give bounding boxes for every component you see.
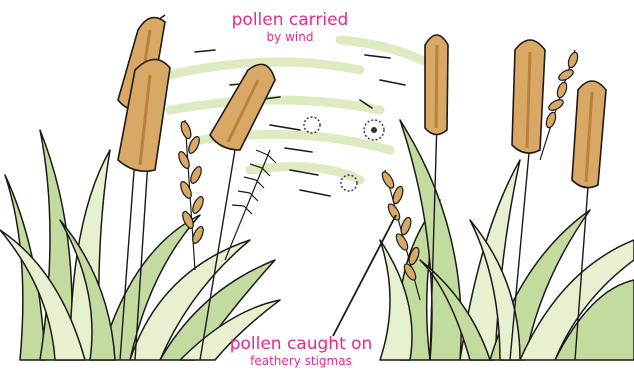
pollen-grain-icon <box>304 117 320 133</box>
cattail-icon <box>512 40 545 153</box>
stigma-label-sub: feathery stigmas <box>206 354 396 368</box>
pollen-grains <box>304 117 384 191</box>
stigma-label-main: pollen caught on <box>206 335 396 354</box>
cattail-icon <box>425 35 448 135</box>
cattail-icon <box>572 81 606 188</box>
stigma-label: pollen caught on feathery stigmas <box>206 335 396 368</box>
grass-flower-icon <box>540 50 579 160</box>
wind-pollen-label: pollen carried by wind <box>200 11 380 44</box>
wind-pollen-label-sub: by wind <box>200 30 380 44</box>
wind-streaks <box>150 40 440 180</box>
right-cattails <box>425 35 606 188</box>
wind-pollen-label-main: pollen carried <box>200 11 380 30</box>
label-pointer-line <box>333 215 396 336</box>
